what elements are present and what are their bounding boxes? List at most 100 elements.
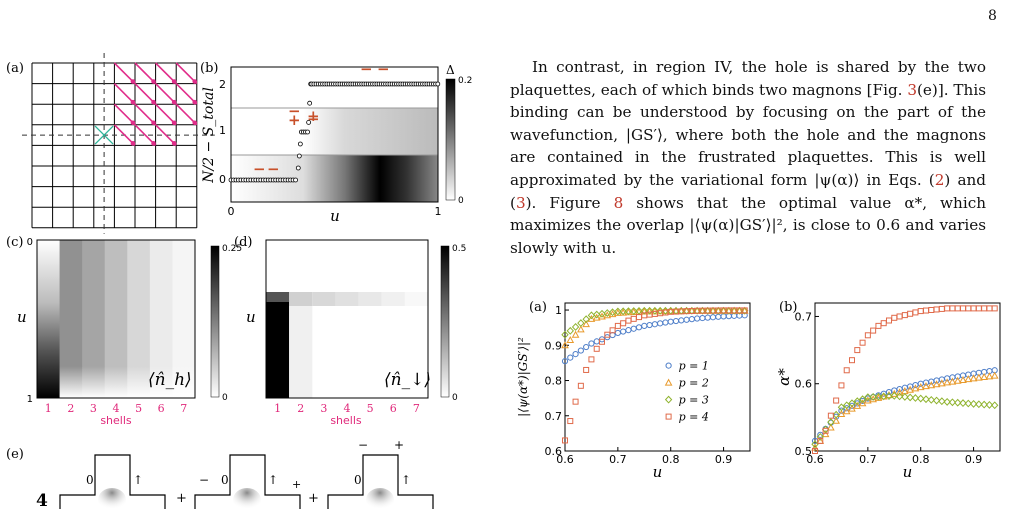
data-point — [572, 350, 579, 358]
x-axis-label: u — [903, 463, 913, 481]
data-point — [664, 395, 673, 404]
y-tick-label: 0.7 — [545, 410, 563, 423]
panel-e-plaquettes: 4 0 ↑ + − 0 ↑ + + − + 0 ↑ — [36, 438, 434, 509]
data-point — [592, 313, 601, 321]
data-point — [927, 395, 935, 404]
eq-ref-2[interactable]: 2 — [934, 170, 945, 189]
body-paragraph: In contrast, in region IV, the hole is s… — [510, 58, 986, 257]
data-point — [588, 356, 595, 363]
x-tick-label: 0.6 — [556, 453, 574, 466]
data-point — [822, 427, 829, 434]
c-shell-column — [82, 240, 106, 398]
data-point — [821, 430, 830, 438]
data-point — [577, 347, 584, 354]
panel-e-label: (e) — [6, 447, 24, 462]
chart-label: (b) — [779, 300, 797, 315]
e-label-0: 0 — [86, 473, 94, 487]
b-point — [306, 120, 312, 125]
data-point — [811, 440, 819, 449]
panel-b-label: (b) — [200, 61, 218, 76]
data-point — [964, 399, 972, 408]
data-point — [943, 378, 951, 386]
c-shell-column — [149, 240, 173, 398]
arrow-head — [130, 79, 136, 84]
e-label-1: ↑ — [133, 473, 143, 487]
data-point — [614, 307, 622, 316]
data-point — [875, 392, 882, 399]
data-point — [624, 307, 633, 316]
data-point — [980, 372, 988, 380]
b-ytick-1: 1 — [219, 124, 226, 137]
y-axis-label: |⟨ψ(α*)|GS′⟩|² — [516, 337, 530, 417]
fig-ref-3[interactable]: 3 — [907, 80, 917, 99]
d-shell-column — [358, 292, 382, 306]
c-shell-tick: 4 — [113, 402, 120, 415]
y-axis-label: α* — [775, 368, 793, 386]
data-point — [599, 338, 605, 345]
data-point — [854, 347, 861, 354]
data-point — [890, 391, 898, 400]
arrow-head — [151, 141, 156, 146]
data-point — [864, 332, 871, 339]
c-shell-tick: 5 — [135, 402, 142, 415]
data-point — [848, 404, 856, 412]
data-point — [938, 379, 946, 387]
data-point — [837, 403, 846, 412]
data-point — [566, 335, 575, 343]
data-point — [901, 392, 909, 401]
b-cb-tick-top: 0.2 — [458, 76, 472, 86]
d-legend: ⟨n̂_↓⟩ — [384, 370, 431, 390]
data-point — [959, 399, 967, 408]
arrow-head — [151, 79, 156, 84]
c-xlabel: shells — [100, 414, 132, 427]
data-point — [833, 397, 840, 404]
data-point — [985, 400, 994, 409]
b-annot-2: − — [267, 160, 280, 178]
data-point — [593, 345, 600, 352]
c-ytick-1: 1 — [27, 394, 33, 405]
data-point — [880, 390, 887, 397]
series-square — [812, 305, 998, 454]
x-tick-label: 0.9 — [715, 453, 733, 466]
x-tick-label: 0.8 — [662, 453, 680, 466]
data-point — [588, 340, 595, 347]
page-number: 8 — [988, 8, 997, 24]
data-point — [911, 384, 920, 392]
series-square — [562, 307, 748, 444]
fig-ref-8[interactable]: 8 — [613, 193, 624, 212]
panel-d-label: (d) — [234, 235, 252, 250]
y-tick-label: 0.9 — [545, 339, 563, 352]
y-tick-label: 1 — [555, 304, 562, 317]
data-point — [811, 443, 819, 451]
b-annot-8: − — [377, 60, 390, 78]
data-point — [964, 375, 973, 383]
data-point — [953, 376, 962, 384]
x-tick-label: 0.9 — [965, 453, 983, 466]
data-point — [664, 378, 673, 386]
data-point — [571, 330, 580, 338]
data-point — [943, 397, 951, 406]
c-shell-column — [104, 240, 128, 398]
b-annot-7: − — [360, 60, 373, 78]
data-point — [640, 306, 648, 315]
y-tick-label: 0.8 — [545, 375, 563, 388]
data-point — [938, 397, 946, 406]
data-point — [849, 357, 855, 364]
data-point — [932, 396, 941, 405]
d-shell-tick: 1 — [274, 402, 281, 415]
arrow-head — [171, 141, 177, 146]
data-point — [843, 367, 850, 374]
data-point — [827, 412, 834, 419]
b-point — [297, 141, 303, 147]
arrow-head — [171, 99, 177, 105]
hole-cross — [94, 125, 114, 145]
eq-ref-3[interactable]: 3 — [515, 193, 526, 212]
data-point — [869, 392, 877, 401]
series-diamond — [561, 306, 749, 339]
d-shell-column — [289, 292, 313, 306]
legend-entry: p = 2 — [679, 377, 709, 390]
data-point — [665, 413, 672, 420]
